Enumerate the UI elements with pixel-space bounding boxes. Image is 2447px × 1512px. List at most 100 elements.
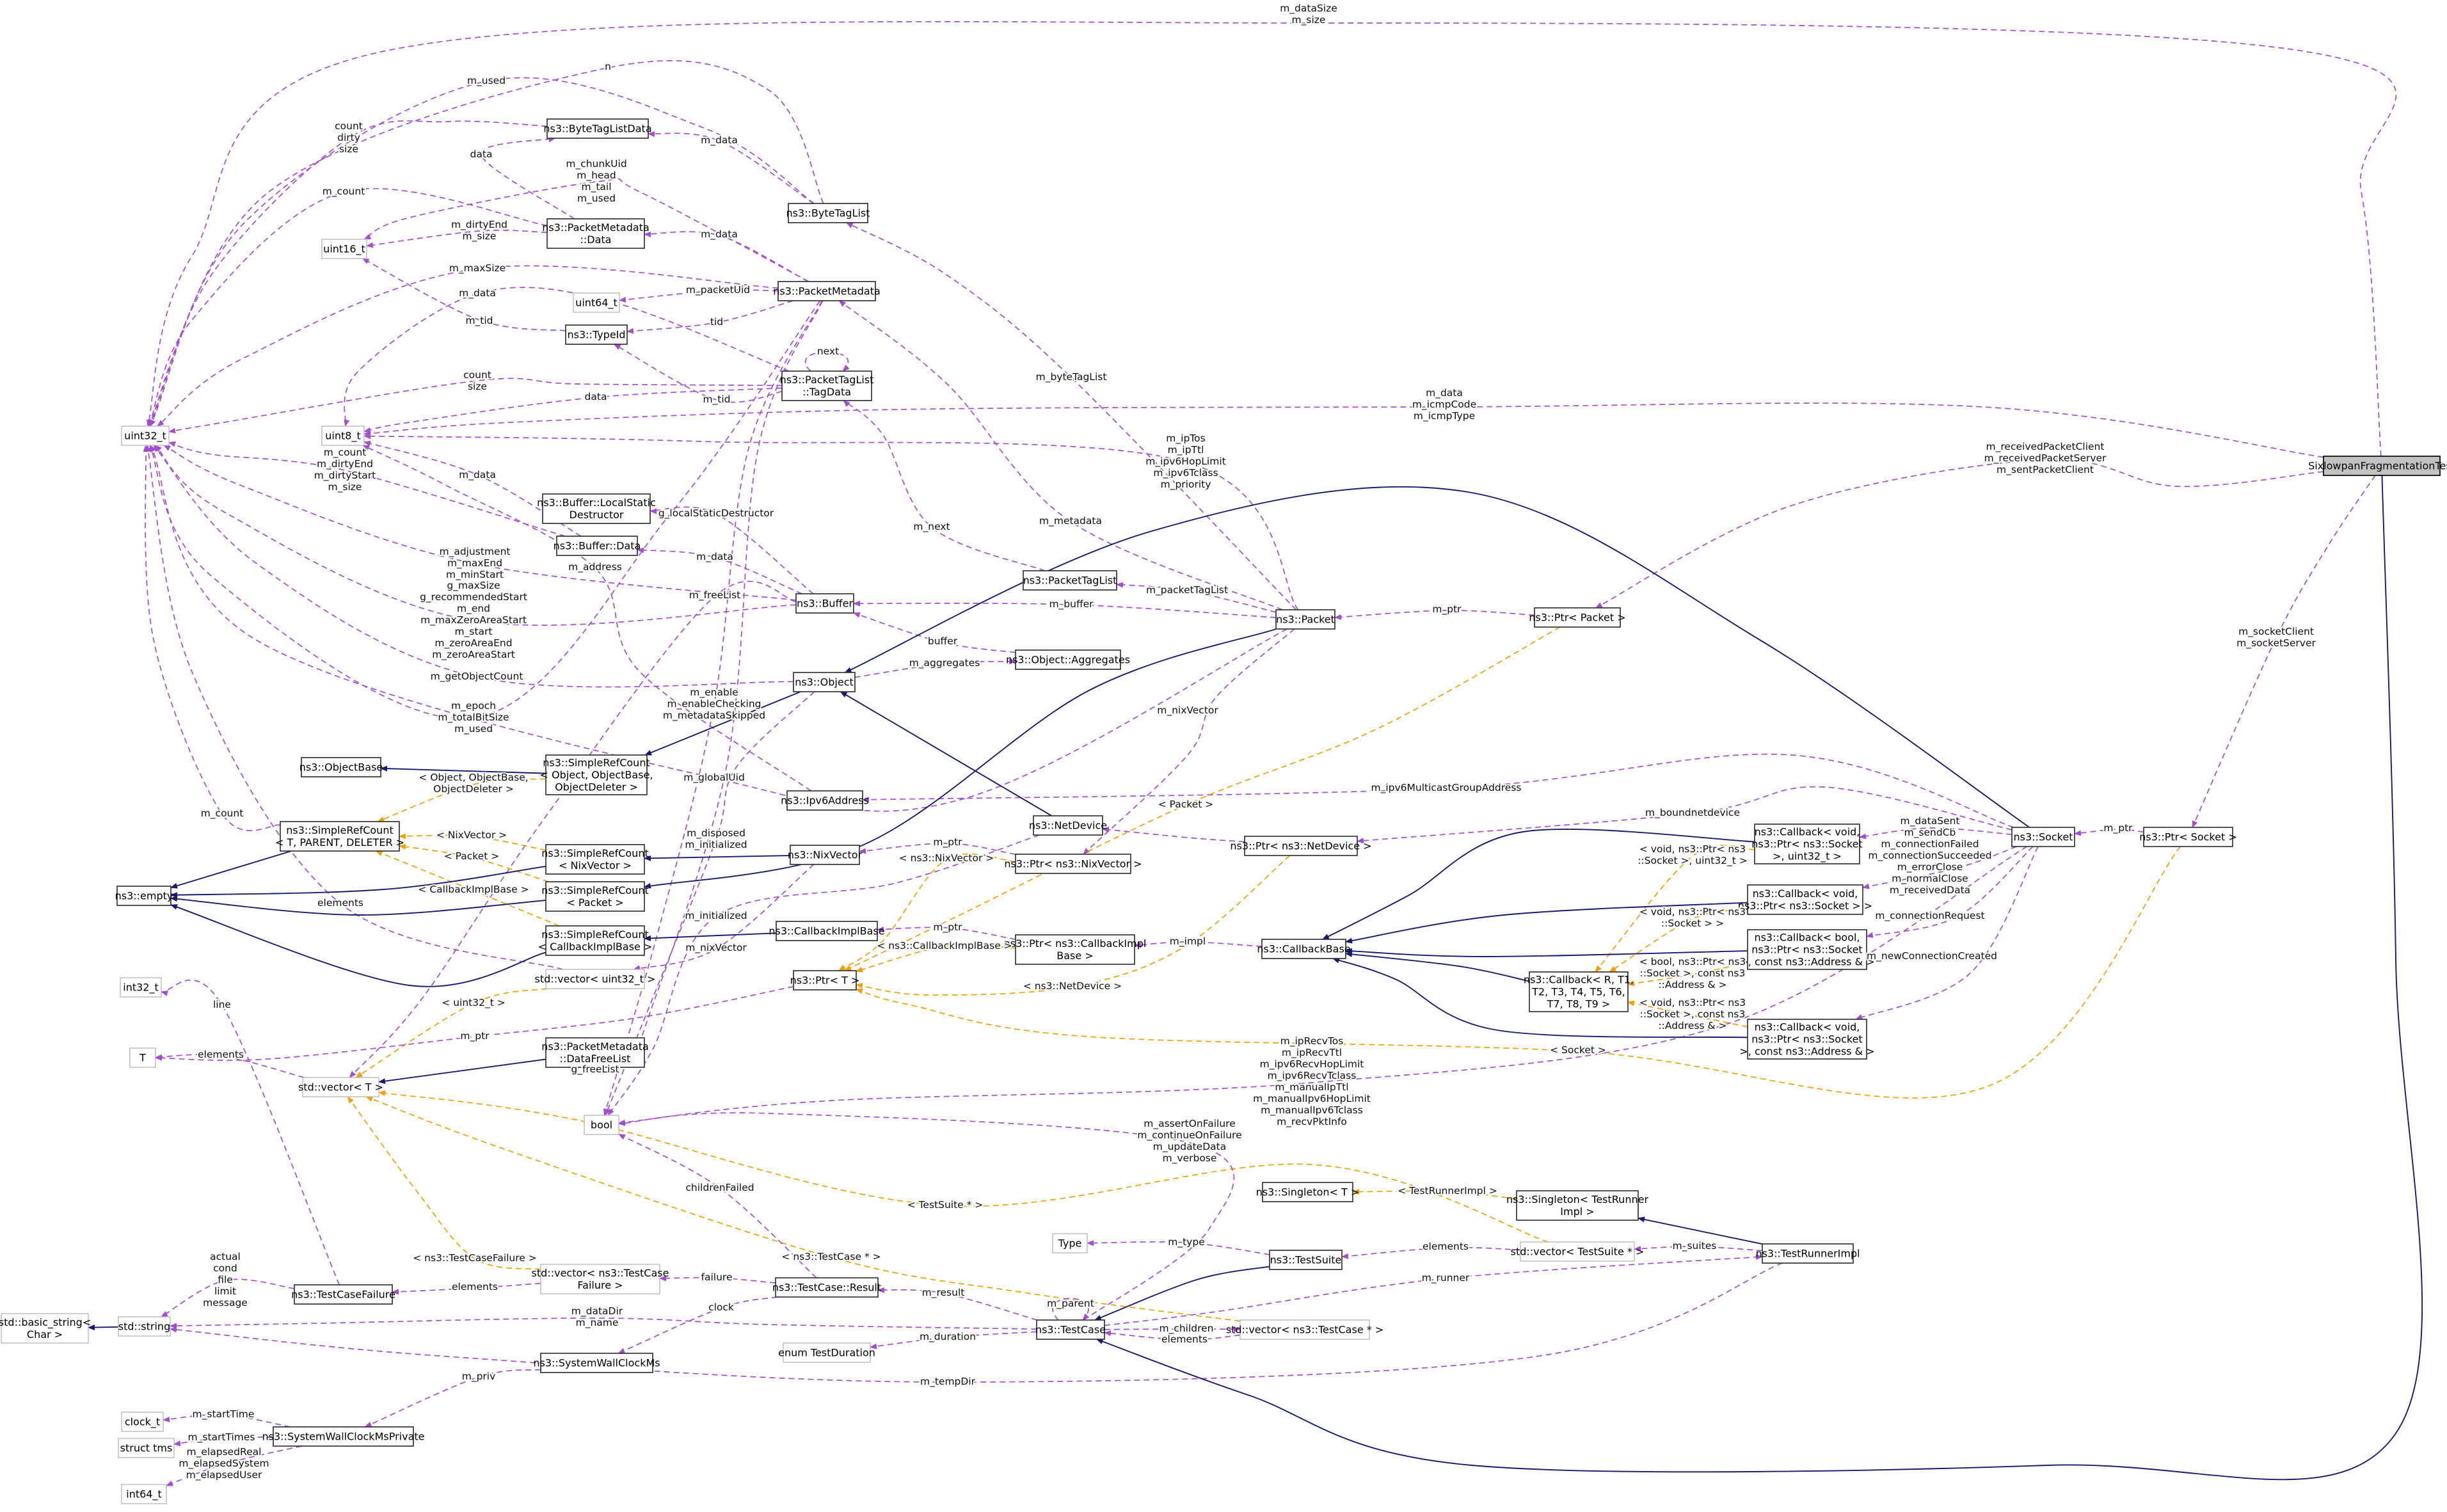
node-buf[interactable]: ns3::Buffer	[795, 593, 854, 614]
svg-text:m_type: m_type	[1168, 1236, 1204, 1248]
edge-label-68: m_nixVector	[684, 941, 748, 955]
edge-vecu32-vect	[355, 988, 548, 1078]
node-tri[interactable]: ns3::TestRunnerImpl	[1755, 1243, 1860, 1264]
edge-label-15: next	[816, 344, 840, 358]
svg-text:g_localStaticDestructor: g_localStaticDestructor	[658, 507, 774, 520]
edge-pm-bool	[603, 300, 823, 1116]
node-clk[interactable]: clock_t	[121, 1412, 164, 1432]
node-ptrpkt[interactable]: ns3::Ptr< Packet >	[1529, 607, 1626, 628]
node-dfl[interactable]: ns3::PacketMetadata::DataFreeList	[541, 1037, 649, 1068]
edge-sock-bool	[618, 846, 2028, 1126]
node-ptrnv[interactable]: ns3::Ptr< ns3::NixVector >	[1004, 854, 1142, 874]
node-tcf[interactable]: ns3::TestCaseFailure	[291, 1284, 395, 1305]
node-label-swcm: ns3::SystemWallClockMs	[533, 1357, 660, 1369]
node-cbrt[interactable]: ns3::Callback< R, T1,T2, T3, T4, T5, T6,…	[1524, 971, 1634, 1012]
node-tc[interactable]: ns3::TestCase	[1035, 1319, 1106, 1340]
edge-label-89: m_result	[921, 1285, 966, 1300]
edge-label-2: m_used	[466, 74, 507, 88]
node-u8[interactable]: uint8_t	[321, 426, 365, 446]
node-tt[interactable]: T	[129, 1047, 156, 1068]
node-srccib[interactable]: ns3::SimpleRefCount< CallbackImplBase >	[538, 925, 653, 956]
node-cb4[interactable]: ns3::Callback< void,ns3::Ptr< ns3::Socke…	[1739, 1019, 1875, 1060]
edge-swcmp-tms	[173, 1436, 274, 1447]
node-slf[interactable]: SixlowpanFragmentationTest	[2308, 456, 2447, 476]
node-btl[interactable]: ns3::ByteTagList	[786, 203, 870, 223]
node-u32[interactable]: uint32_t	[121, 426, 170, 446]
node-u64[interactable]: uint64_t	[573, 292, 620, 313]
node-srcp[interactable]: ns3::SimpleRefCount< Packet >	[541, 881, 649, 912]
node-ptl[interactable]: ns3::PacketTagList	[1023, 570, 1117, 591]
node-vecTS[interactable]: std::vector< TestSuite * >	[1511, 1241, 1645, 1262]
node-cb3[interactable]: ns3::Callback< bool,ns3::Ptr< ns3::Socke…	[1739, 929, 1875, 970]
edge-label-54: < void, ns3::Ptr< ns3::Socket >, uint32_…	[1636, 842, 1749, 868]
node-swcm[interactable]: ns3::SystemWallClockMs	[533, 1353, 660, 1373]
node-str[interactable]: std::string	[118, 1316, 171, 1337]
node-i32[interactable]: int32_t	[120, 977, 162, 998]
node-vecu32[interactable]: std::vector< uint32_t >	[535, 969, 656, 989]
node-srct[interactable]: ns3::SimpleRefCount< T, PARENT, DELETER …	[275, 821, 404, 852]
node-cib[interactable]: ns3::CallbackImplBase	[769, 921, 885, 941]
edge-label-17: data	[584, 390, 609, 404]
node-ob[interactable]: ns3::ObjectBase	[299, 757, 383, 777]
node-pkt[interactable]: ns3::Packet	[1275, 609, 1335, 630]
edge-label-49: < NixVector >	[435, 828, 508, 842]
edge-label-60: m_initialized	[683, 909, 748, 923]
svg-text:m_ipv6MulticastGroupAddress: m_ipv6MulticastGroupAddress	[1371, 782, 1521, 794]
node-ip6[interactable]: ns3::Ipv6Address	[781, 790, 869, 811]
edge-tcf-str	[160, 1278, 295, 1317]
node-emp[interactable]: ns3::empty	[115, 886, 173, 906]
node-cbb[interactable]: ns3::CallbackBase	[1257, 939, 1351, 959]
node-agg[interactable]: ns3::Object::Aggregates	[1006, 649, 1130, 670]
edge-label-95: m_duration	[918, 1330, 977, 1344]
node-type[interactable]: Type	[1052, 1233, 1088, 1253]
node-label-agg: ns3::Object::Aggregates	[1006, 654, 1130, 666]
node-singt[interactable]: ns3::Singleton< T >	[1256, 1182, 1360, 1202]
svg-text:m_impl: m_impl	[1170, 935, 1206, 948]
node-ptrsock[interactable]: ns3::Ptr< Socket >	[2139, 827, 2237, 847]
svg-text:< void, ns3::Ptr< ns3::Socket: < void, ns3::Ptr< ns3::Socket >, uint32_…	[1638, 843, 1748, 867]
node-u16[interactable]: uint16_t	[321, 239, 367, 259]
node-ptltd[interactable]: ns3::PacketTagList::TagData	[780, 370, 874, 401]
node-bd[interactable]: ns3::Buffer::Data	[554, 536, 641, 556]
node-vect[interactable]: std::vector< T >	[298, 1077, 383, 1097]
node-tms[interactable]: struct tms	[118, 1438, 175, 1458]
edge-label-63: m_ptr	[932, 920, 964, 935]
node-i64[interactable]: int64_t	[121, 1484, 167, 1504]
node-etd[interactable]: enum TestDuration	[778, 1342, 875, 1363]
node-sock[interactable]: ns3::Socket	[2011, 827, 2075, 847]
node-srco[interactable]: ns3::SimpleRefCount< Object, ObjectBase,…	[540, 754, 653, 795]
node-obj[interactable]: ns3::Object	[793, 672, 856, 692]
node-pm[interactable]: ns3::PacketMetadata	[773, 281, 881, 301]
node-ts[interactable]: ns3::TestSuite	[1269, 1250, 1343, 1270]
node-ptrnd[interactable]: ns3::Ptr< ns3::NetDevice >	[1230, 836, 1372, 856]
node-bstr[interactable]: std::basic_string<Char >	[0, 1313, 91, 1344]
svg-text:m_runner: m_runner	[1422, 1272, 1470, 1284]
node-btld[interactable]: ns3::ByteTagListData	[543, 118, 652, 139]
node-tcr[interactable]: ns3::TestCase::Result	[772, 1277, 881, 1298]
node-nv[interactable]: ns3::NixVector	[788, 845, 863, 865]
edge-srccib-emp	[170, 904, 546, 987]
node-nd[interactable]: ns3::NetDevice	[1029, 815, 1107, 836]
node-ptrt[interactable]: ns3::Ptr< T >	[790, 970, 860, 991]
node-bool[interactable]: bool	[584, 1115, 619, 1135]
node-tid[interactable]: ns3::TypeId	[565, 324, 628, 345]
node-pmd[interactable]: ns3::PacketMetadata::Data	[542, 218, 650, 249]
node-vecTC[interactable]: std::vector< ns3::TestCase * >	[1226, 1319, 1383, 1340]
edge-pkt-u32	[150, 445, 1287, 812]
node-swcmp[interactable]: ns3::SystemWallClockMsPrivate	[262, 1426, 425, 1447]
node-cb1[interactable]: ns3::Callback< void,ns3::Ptr< ns3::Socke…	[1751, 824, 1863, 864]
node-srcnv[interactable]: ns3::SimpleRefCount< NixVector >	[541, 844, 649, 875]
node-cb2[interactable]: ns3::Callback< void,ns3::Ptr< ns3::Socke…	[1738, 884, 1872, 915]
node-label-vecTC: std::vector< ns3::TestCase * >	[1226, 1324, 1383, 1336]
edge-nv-vecu32	[633, 864, 815, 971]
